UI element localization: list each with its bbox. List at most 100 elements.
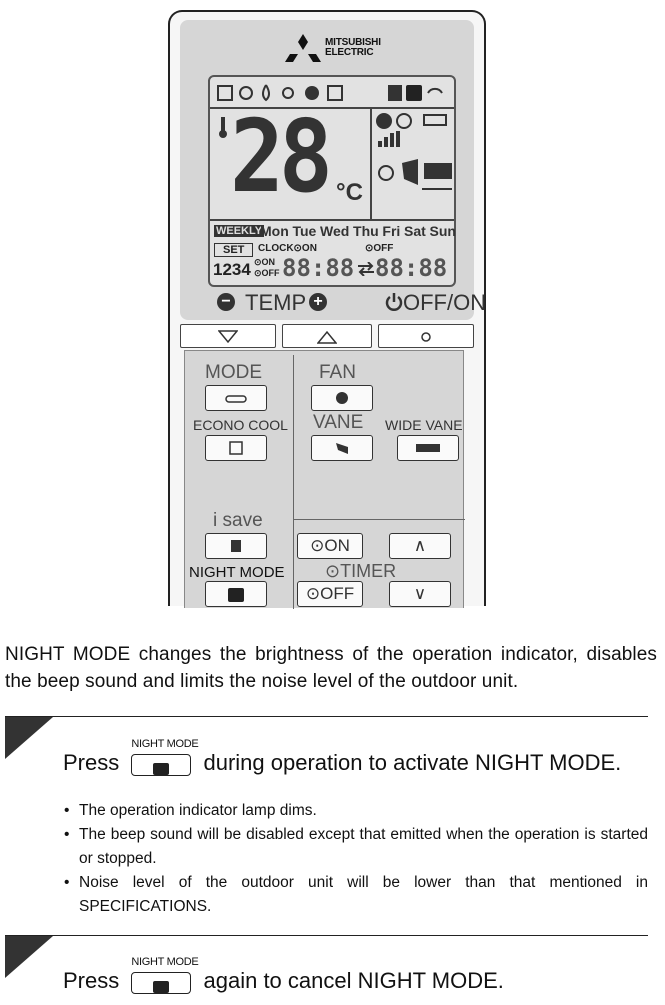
timer-down-button[interactable]: ∨ (389, 581, 451, 607)
mode-bar-icon (225, 395, 247, 403)
fan-icon (336, 392, 348, 404)
night-mode-key-icon (131, 754, 192, 777)
weekday-row: Mon Tue Wed Thu Fri Sat Sun (260, 223, 456, 239)
timer-off-button[interactable]: ⊙OFF (297, 581, 363, 607)
step1-key: NIGHT MODE (131, 738, 199, 777)
lcd-divider-top (210, 107, 454, 109)
timer-up-button[interactable]: ∧ (389, 533, 451, 559)
weekday-tue: Tue (292, 223, 317, 239)
arrows-icon (358, 262, 374, 276)
temperature-display: 28 (230, 98, 333, 215)
weekday-thu: Thu (353, 223, 379, 239)
temp-up-button[interactable] (282, 324, 372, 348)
timer-off-time: 88:88 (375, 254, 448, 282)
status-icons-row (388, 85, 443, 101)
set-badge: SET (214, 243, 254, 257)
vane-angle-icon (402, 159, 418, 185)
panel-divider-horizontal (293, 519, 465, 520)
night-mode-button[interactable] (205, 581, 267, 607)
swing-icon (378, 165, 394, 181)
thermometer-icon (219, 117, 227, 138)
fan-button[interactable] (311, 385, 373, 411)
temp-down-icon: − (217, 293, 235, 311)
mode-icons-row (217, 84, 343, 102)
mode-label: MODE (205, 362, 262, 383)
wide-vane-icon (424, 163, 452, 179)
vane-button[interactable] (311, 435, 373, 461)
i-save-icon (231, 540, 241, 552)
step1-corner-mark (5, 717, 53, 759)
dry-mode-icon (262, 84, 270, 102)
lower-button-panel: MODE ECONO COOL FAN VANE WIDE VANE i sav… (184, 350, 465, 609)
mode-button[interactable] (205, 385, 267, 411)
brand-line-2: ELECTRIC (325, 47, 374, 58)
auto-mode-icon (217, 85, 233, 101)
mitsubishi-diamonds-icon (285, 34, 321, 62)
arrow-button-row (180, 324, 474, 348)
brand-line-1: MITSUBISHI (325, 37, 381, 48)
i-save-icon (388, 85, 402, 101)
fan-icon (376, 113, 392, 129)
triangle-down-icon (217, 330, 239, 344)
wide-vane-button[interactable] (397, 435, 459, 461)
econo-cool-icon (327, 85, 343, 101)
list-item: Noise level of the outdoor unit will be … (62, 871, 648, 919)
list-item: The beep sound will be disabled except t… (62, 823, 648, 871)
off-small-label: ⊙OFF (254, 268, 280, 278)
step2-press: Press (63, 968, 120, 993)
step2-separator (5, 935, 648, 936)
wide-vane-icon (416, 444, 440, 452)
lcd-divider-middle (210, 219, 454, 221)
temperature-unit: °C (336, 179, 363, 206)
signal-icon (427, 87, 443, 94)
power-icon (385, 293, 403, 311)
intro-paragraph: NIGHT MODE changes the brightness of the… (5, 644, 657, 692)
temp-up-icon: + (309, 293, 327, 311)
step2-key: NIGHT MODE (131, 956, 199, 995)
power-button[interactable] (378, 324, 474, 348)
night-mode-icon (228, 587, 244, 602)
step2-rest: again to cancel NIGHT MODE. (203, 968, 504, 993)
step2-corner-mark (5, 936, 53, 978)
weekday-fri: Fri (382, 223, 401, 239)
fan-mode-icon (305, 86, 319, 100)
step1-rest: during operation to activate NIGHT MODE. (203, 750, 622, 775)
step2-key-label: NIGHT MODE (131, 956, 199, 969)
econo-cool-icon (229, 441, 243, 455)
econo-cool-button[interactable] (205, 435, 267, 461)
brand-name: MITSUBISHI ELECTRIC (325, 38, 381, 58)
lcd-display: 28 °C WEEKLY Mon Tue Wed (208, 75, 456, 287)
weekly-badge: WEEKLY (214, 225, 265, 237)
off-label: ⊙OFF (365, 243, 394, 254)
remote-control-illustration: MITSUBISHI ELECTRIC (168, 10, 486, 609)
temp-down-button[interactable] (180, 324, 276, 348)
panel-divider-vertical (293, 355, 294, 609)
clock-on-label: CLOCK⊙ON (258, 243, 317, 254)
step1-key-label: NIGHT MODE (131, 738, 199, 751)
program-numbers: 1234 (213, 260, 251, 279)
night-mode-key-icon (131, 972, 192, 995)
i-save-button[interactable] (205, 533, 267, 559)
battery-icon (423, 114, 447, 126)
night-mode-icon (406, 85, 422, 101)
step1-press: Press (63, 750, 120, 775)
weekday-wed: Wed (320, 223, 350, 239)
vane-icon (336, 443, 348, 454)
fan-label: FAN (319, 362, 356, 383)
cool-mode-icon (239, 86, 253, 100)
timer-on-time: 88:88 (282, 254, 355, 282)
remote-face: MITSUBISHI ELECTRIC (180, 20, 486, 320)
on-small-label: ⊙ON (254, 257, 276, 267)
econo-cool-label: ECONO COOL (193, 417, 288, 433)
temp-label: TEMP (245, 290, 307, 315)
temp-power-row: − TEMP + OFF/ON (205, 288, 486, 316)
timer-on-button[interactable]: ⊙ON (297, 533, 363, 559)
i-save-label: i save (213, 510, 263, 531)
weekday-mon: Mon (260, 223, 289, 239)
triangle-up-icon (316, 330, 338, 344)
brand-logo: MITSUBISHI ELECTRIC (285, 32, 405, 66)
power-label: OFF/ON (403, 290, 487, 315)
list-item: The operation indicator lamp dims. (62, 799, 648, 823)
circle-icon (421, 332, 431, 342)
night-mode-label: NIGHT MODE (189, 564, 285, 581)
